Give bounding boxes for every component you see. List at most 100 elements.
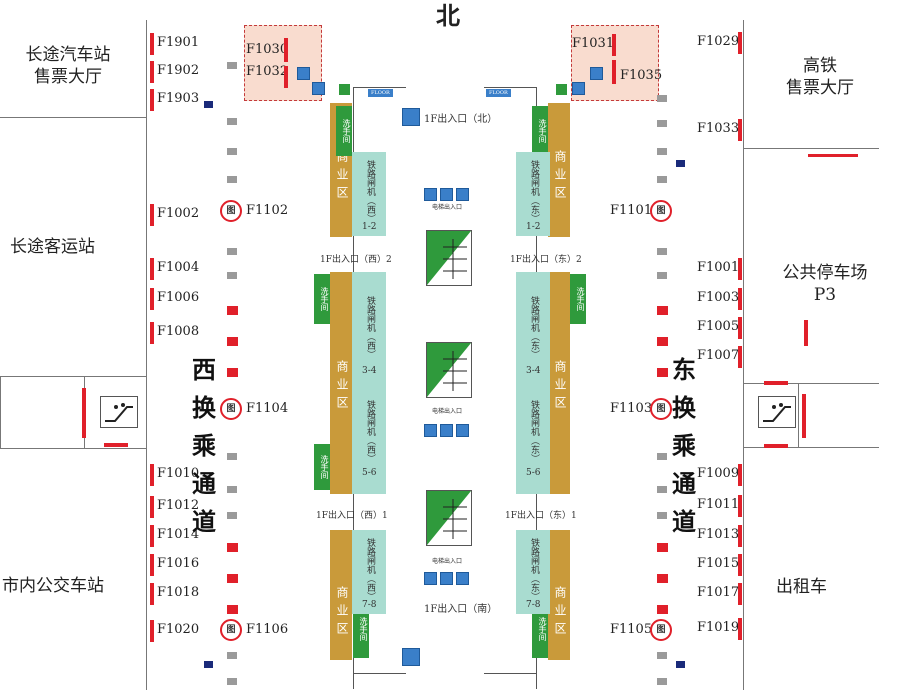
- rail-gate-west-1-2: [352, 152, 386, 236]
- gate-marker: [150, 89, 154, 111]
- corridor-marker: [227, 652, 237, 659]
- gate-f1029: F1029: [697, 34, 740, 49]
- exit-east-2: 1F出入口（东）2: [510, 255, 582, 265]
- corridor-marker: [657, 95, 667, 102]
- gate-marker: [738, 119, 742, 141]
- corridor-marker: [657, 176, 667, 183]
- escalator-middle: [426, 342, 472, 398]
- gate-marker: [738, 618, 742, 640]
- gate-marker: [150, 204, 154, 226]
- gate-marker: [150, 33, 154, 55]
- corridor-marker: [227, 148, 237, 155]
- escalator-south: [426, 490, 472, 546]
- pillar-f1105: F1105: [610, 622, 653, 637]
- pillar-f1102: F1102: [246, 203, 289, 218]
- gate-marker: [738, 464, 742, 486]
- corridor-marker: [227, 368, 238, 377]
- gate-f1016: F1016: [157, 556, 200, 571]
- sign-icon: [676, 160, 685, 167]
- pillar-icon: 图: [650, 200, 672, 222]
- corridor-char: 换: [672, 394, 696, 422]
- corridor-marker: [227, 453, 237, 460]
- gate-f1001: F1001: [697, 260, 740, 275]
- gate-f1007: F1007: [697, 348, 740, 363]
- gate-marker: [738, 554, 742, 576]
- exit-west-2: 1F出入口（西）2: [320, 255, 392, 265]
- commerce-zone-se: [548, 530, 570, 660]
- high-speed-rail-ticket-hall: 高铁 售票大厅: [786, 56, 854, 98]
- escalator-icon: [100, 396, 138, 428]
- gate-marker: [150, 620, 154, 642]
- corridor-char: 乘: [192, 432, 216, 460]
- commerce-zone-ne: [548, 103, 570, 237]
- corridor-char: 道: [672, 508, 696, 536]
- rail-gate-west-3-6: [352, 272, 386, 494]
- gate-marker: [738, 346, 742, 368]
- pillar-icon: 图: [650, 619, 672, 641]
- gate-f1003: F1003: [697, 290, 740, 305]
- sign-icon: [204, 101, 213, 108]
- corridor-char: 东: [672, 356, 696, 384]
- corridor-marker: [657, 574, 668, 583]
- gate-f1035: F1035: [620, 68, 663, 83]
- gate-f1903: F1903: [157, 91, 200, 106]
- gate-marker: [150, 525, 154, 547]
- corridor-marker: [227, 605, 238, 614]
- gate-f1009: F1009: [697, 466, 740, 481]
- gate-f1006: F1006: [157, 290, 200, 305]
- gate-marker: [150, 288, 154, 310]
- corridor-char: 换: [192, 394, 216, 422]
- washroom-ne: 洗手间: [532, 106, 548, 156]
- gate-marker: [150, 61, 154, 83]
- corridor-char: 通: [192, 470, 216, 498]
- corridor-marker: [227, 678, 237, 685]
- gate-f1018: F1018: [157, 585, 200, 600]
- corridor-marker: [657, 148, 667, 155]
- long-distance-bus-ticket-hall: 长途汽车站 售票大厅: [25, 45, 111, 87]
- gate-f1014: F1014: [157, 527, 200, 542]
- corridor-marker: [227, 272, 237, 279]
- gate-f1033: F1033: [697, 121, 740, 136]
- gate-f1902: F1902: [157, 63, 200, 78]
- gate-marker: [738, 583, 742, 605]
- exit-south: 1F出入口（南）: [424, 604, 498, 615]
- commerce-zone-e-mid: [548, 272, 570, 494]
- corridor-marker: [227, 337, 238, 346]
- corridor-marker: [657, 306, 668, 315]
- escalator-icon: [758, 396, 796, 428]
- gate-marker: [738, 32, 742, 54]
- gate-f1015: F1015: [697, 556, 740, 571]
- corridor-marker: [657, 453, 667, 460]
- commerce-zone-w-mid: [330, 272, 352, 494]
- gate-f1002: F1002: [157, 206, 200, 221]
- gate-marker: [150, 496, 154, 518]
- gate-marker: [738, 317, 742, 339]
- corridor-marker: [227, 512, 237, 519]
- taxi-area: 出租车: [776, 577, 827, 597]
- gate-marker: [150, 554, 154, 576]
- gate-f1013: F1013: [697, 527, 740, 542]
- gate-marker: [150, 464, 154, 486]
- rail-gate-east-1-2: [516, 152, 550, 236]
- corridor-char: 道: [192, 508, 216, 536]
- exit-east-1: 1F出入口（东）1: [505, 511, 577, 521]
- corridor-marker: [227, 574, 238, 583]
- gate-marker: [738, 495, 742, 517]
- corridor-marker: [227, 543, 238, 552]
- gate-marker: [150, 258, 154, 280]
- gate-f1901: F1901: [157, 35, 200, 50]
- gate-f1008: F1008: [157, 324, 200, 339]
- escalator-north: [426, 230, 472, 286]
- pillar-icon: 图: [220, 200, 242, 222]
- gate-f1020: F1020: [157, 622, 200, 637]
- pillar-f1101: F1101: [610, 203, 653, 218]
- corridor-char: 西: [192, 356, 216, 384]
- corridor-char: 乘: [672, 432, 696, 460]
- gate-f1011: F1011: [697, 497, 740, 512]
- top-left-gate-area: [244, 25, 322, 101]
- gate-marker: [150, 583, 154, 605]
- corridor-marker: [227, 248, 237, 255]
- corridor-marker: [227, 486, 237, 493]
- pillar-icon: 图: [220, 398, 242, 420]
- corridor-marker: [657, 486, 667, 493]
